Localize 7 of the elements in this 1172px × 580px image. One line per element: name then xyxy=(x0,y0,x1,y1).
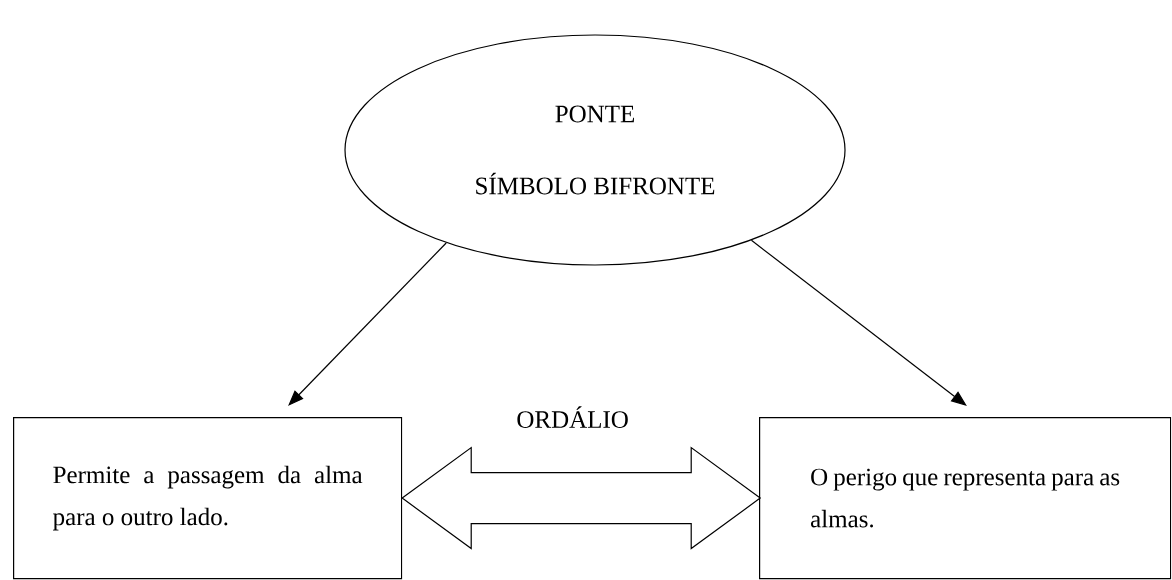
edge-label: ORDÁLIO xyxy=(514,404,631,430)
text-box: O perigo que representa para as almas. xyxy=(759,417,1172,580)
double-arrow xyxy=(401,446,762,550)
text-box: Permite a passagem da alma para o outro lado. xyxy=(13,417,403,580)
arrow xyxy=(288,242,447,406)
arrow xyxy=(750,239,967,406)
ellipse-node: PONTE SÍMBOLO BIFRONTE xyxy=(344,34,846,266)
